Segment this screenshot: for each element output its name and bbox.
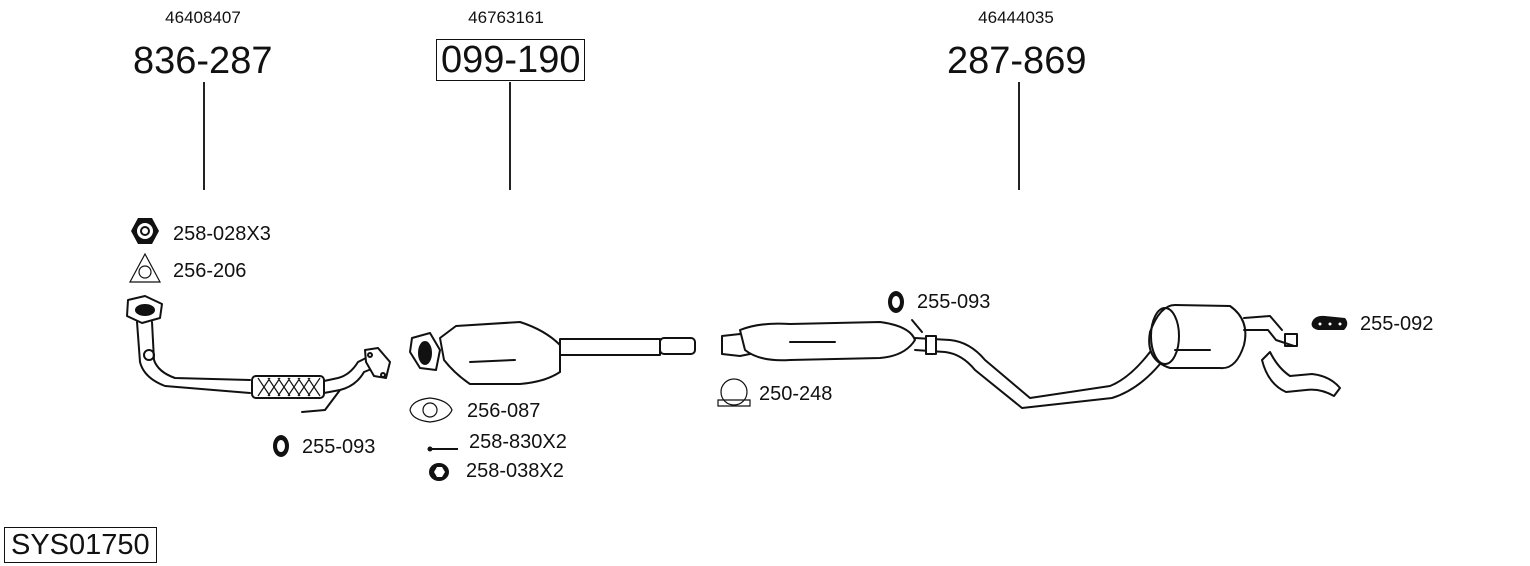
part-number-rear-system[interactable]: 287-869 [947,40,1087,82]
oval-gasket-icon [409,397,453,423]
leader-line-rear-system [1018,82,1020,190]
leader-line-front-pipe [203,82,205,190]
flange-nut-icon [429,463,449,481]
accessory-label-flange-nut[interactable]: 258-038X2 [466,460,564,482]
rubber-hanger-icon-2 [888,291,904,313]
accessory-label-clamp[interactable]: 250-248 [759,383,833,405]
rubber-hanger-icon [273,435,289,457]
accessory-label-triangle-gasket[interactable]: 256-206 [173,260,247,282]
part-number-catalyst[interactable]: 099-190 [436,39,586,81]
bolt-icon [427,446,458,452]
oem-number-rear-system: 46444035 [978,8,1054,27]
u-clamp-icon [717,378,751,407]
hex-nut-icon [131,218,159,244]
accessory-label-cat-gasket[interactable]: 256-087 [467,400,541,422]
triangle-gasket-icon [128,252,162,283]
front-pipe-drawing[interactable] [126,295,391,413]
oem-number-catalyst: 46763161 [468,8,544,27]
catalytic-converter-drawing[interactable] [409,321,696,385]
oem-number-front-pipe: 46408407 [165,8,241,27]
rubber-strip-hanger-icon [1311,315,1348,330]
leader-line-catalyst [509,82,511,190]
part-number-front-pipe[interactable]: 836-287 [133,40,273,82]
accessory-label-nut[interactable]: 258-028X3 [173,223,271,245]
accessory-label-rear-hanger[interactable]: 255-092 [1360,313,1434,335]
accessory-label-bolt[interactable]: 258-830X2 [469,431,567,453]
middle-rear-silencer-drawing[interactable] [721,304,1341,409]
accessory-label-front-hanger[interactable]: 255-093 [302,436,376,458]
system-code-badge: SYS01750 [4,527,157,563]
accessory-label-middle-hanger[interactable]: 255-093 [917,291,991,313]
